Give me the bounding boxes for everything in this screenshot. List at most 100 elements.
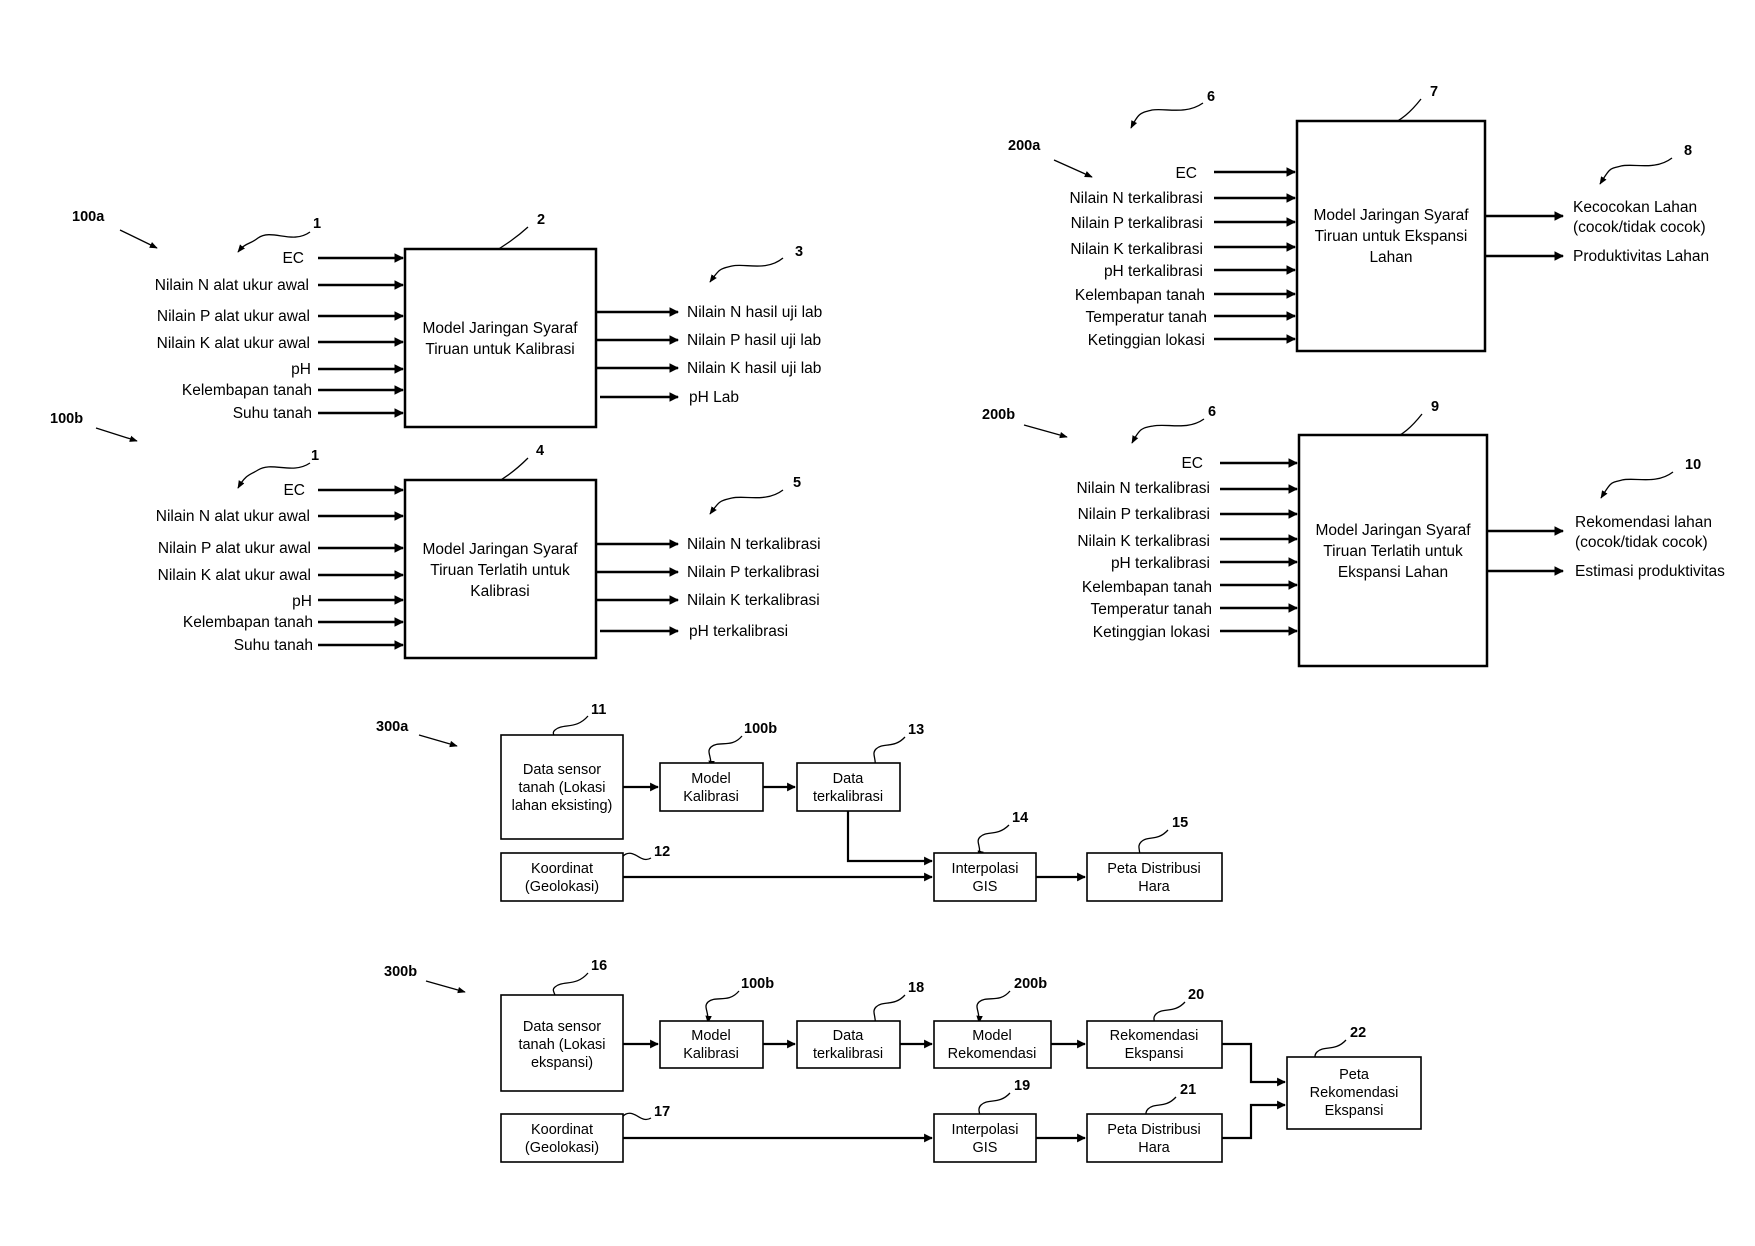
box-label: tanah (Lokasi	[518, 780, 605, 796]
gis-interpolation-box	[933, 852, 1037, 902]
input-label: Ketinggian lokasi	[1093, 624, 1210, 641]
model-label: Kalibrasi	[470, 583, 529, 600]
ref-number: 100b	[744, 721, 777, 737]
box-label: Interpolasi	[952, 1122, 1019, 1138]
model-box	[1297, 433, 1489, 668]
panel-100b: 100b 1 4 5 EC Nilain N alat ukur awal Ni…	[50, 411, 821, 660]
ref-number: 9	[1431, 399, 1439, 415]
model-box	[403, 478, 598, 660]
ref-number: 21	[1180, 1082, 1196, 1098]
model-label: Ekspansi Lahan	[1338, 564, 1448, 581]
model-box	[1295, 119, 1487, 353]
box-label: Hara	[1138, 879, 1170, 895]
box-label: Rekomendasi	[948, 1046, 1037, 1062]
output-arrows	[596, 539, 679, 636]
flow-300b: 300b 16 100b 18 200b 20 22 17 19 21 Data…	[384, 958, 1422, 1163]
input-label: Kelembapan tanah	[1075, 287, 1205, 304]
box-label: GIS	[973, 879, 998, 895]
box-label: Peta Distribusi	[1107, 861, 1200, 877]
flow-connectors	[623, 782, 1086, 882]
output-arrows	[1485, 211, 1564, 261]
ref-number: 1	[311, 448, 319, 464]
input-label: pH	[291, 361, 311, 378]
box-label: ekspansi)	[531, 1055, 593, 1071]
input-label: Kelembapan tanah	[183, 614, 313, 631]
input-label: Ketinggian lokasi	[1088, 332, 1205, 349]
output-label: pH terkalibrasi	[689, 623, 788, 640]
input-label: Nilain K terkalibrasi	[1070, 241, 1203, 258]
ref-number: 13	[908, 722, 924, 738]
ref-pointer-arrow	[1130, 102, 1204, 129]
box-label: Koordinat	[531, 861, 593, 877]
ref-pointer-arrow	[237, 231, 311, 253]
output-label: Produktivitas Lahan	[1573, 248, 1709, 265]
ref-pointer-arrow	[977, 824, 1010, 859]
input-label: Nilain P alat ukur awal	[157, 308, 310, 325]
ref-pointer-arrow	[976, 990, 1011, 1024]
panel-tag-200a: 200a	[1008, 138, 1041, 154]
output-label: Nilain N terkalibrasi	[687, 536, 821, 553]
box-label: terkalibrasi	[813, 789, 883, 805]
ref-number: 11	[591, 702, 606, 718]
input-label: Nilain N alat ukur awal	[156, 508, 310, 525]
input-label: EC	[283, 482, 305, 499]
sensor-data-box	[500, 734, 624, 840]
box-label: lahan eksisting)	[512, 798, 613, 814]
output-label: Estimasi produktivitas	[1575, 563, 1725, 580]
ref-number: 17	[654, 1104, 670, 1120]
box-label: Ekspansi	[1325, 1103, 1384, 1119]
ref-number: 20	[1188, 987, 1204, 1003]
output-label: pH Lab	[689, 389, 739, 406]
output-label: Nilain K hasil uji lab	[687, 360, 821, 377]
ref-number: 19	[1014, 1078, 1030, 1094]
calibrated-data-box	[796, 1020, 901, 1069]
ref-pointer-arrow	[709, 489, 784, 515]
input-label: Suhu tanah	[233, 405, 312, 422]
flow-connectors	[623, 1039, 1286, 1143]
panel-200b: 200b 6 9 10 EC Nilain N terkalibrasi Nil…	[982, 399, 1725, 668]
input-label: Suhu tanah	[234, 637, 313, 654]
panel-tag-200b: 200b	[982, 407, 1015, 423]
output-label: Kecocokan Lahan	[1573, 199, 1697, 216]
ref-pointer-arrow	[873, 994, 906, 1029]
ref-number: 3	[795, 244, 803, 260]
ref-pointer-arrow	[1599, 157, 1673, 185]
ref-number: 4	[536, 443, 544, 459]
input-arrows	[318, 253, 404, 418]
output-label: Nilain P terkalibrasi	[687, 564, 819, 581]
box-label: Peta Distribusi	[1107, 1122, 1200, 1138]
box-label: Kalibrasi	[683, 789, 739, 805]
input-label: Nilain K alat ukur awal	[157, 335, 310, 352]
calibration-model-box	[659, 762, 764, 812]
box-label: (Geolokasi)	[525, 1140, 599, 1156]
tag-pointer-arrow	[95, 427, 138, 442]
ref-pointer-arrow	[873, 736, 906, 771]
box-label: Data	[833, 1028, 865, 1044]
input-label: Nilain P terkalibrasi	[1078, 506, 1210, 523]
model-label: Tiruan Terlatih untuk	[430, 562, 570, 579]
gis-interpolation-box	[933, 1113, 1037, 1163]
ref-number: 100b	[741, 976, 774, 992]
output-arrows	[596, 307, 679, 402]
model-label: Model Jaringan Syaraf	[1313, 207, 1469, 224]
input-arrows	[1214, 167, 1296, 344]
ref-number: 6	[1207, 89, 1215, 105]
box-label: tanah (Lokasi	[518, 1037, 605, 1053]
ref-number: 2	[537, 212, 545, 228]
tag-pointer-arrow	[119, 229, 158, 249]
box-label: Model	[691, 1028, 731, 1044]
output-label: Nilain N hasil uji lab	[687, 304, 822, 321]
model-label: Model Jaringan Syaraf	[422, 320, 578, 337]
box-label: Model	[691, 771, 731, 787]
input-label: Nilain P alat ukur awal	[158, 540, 311, 557]
tag-pointer-arrow	[418, 734, 458, 748]
input-label: Temperatur tanah	[1086, 309, 1208, 326]
panel-100a: 100a 1 2 3 EC Nilain N alat ukur awal Ni…	[72, 209, 822, 429]
ref-number: 8	[1684, 143, 1692, 159]
output-label: Rekomendasi lahan	[1575, 514, 1712, 531]
nutrient-map-box	[1086, 852, 1223, 902]
model-label: Model Jaringan Syaraf	[422, 541, 578, 558]
box-label: Data	[833, 771, 865, 787]
ref-pointer-arrow	[1600, 471, 1674, 499]
